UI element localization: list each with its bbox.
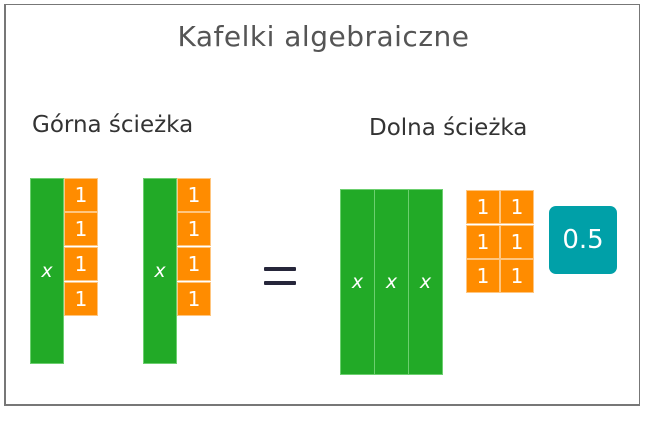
one-tile[interactable]: 1 <box>466 190 500 224</box>
bottom-path-label: Dolna ścieżka <box>369 115 528 141</box>
one-tile[interactable]: 1 <box>177 212 211 246</box>
one-tile[interactable]: 1 <box>500 190 534 224</box>
one-tile[interactable]: 1 <box>64 212 98 246</box>
page-title: Kafelki algebraiczne <box>177 20 470 53</box>
one-tile[interactable]: 1 <box>500 225 534 259</box>
one-tile[interactable]: 1 <box>177 282 211 316</box>
x-tile[interactable]: x <box>340 189 375 375</box>
x-tile[interactable]: x <box>408 189 443 375</box>
decimal-tile[interactable]: 0.5 <box>549 206 617 274</box>
one-tile[interactable]: 1 <box>177 178 211 212</box>
one-tile[interactable]: 1 <box>177 247 211 281</box>
x-tile[interactable]: x <box>143 178 177 364</box>
one-tile[interactable]: 1 <box>466 225 500 259</box>
equals-bar-top <box>264 267 296 271</box>
one-tile[interactable]: 1 <box>500 259 534 293</box>
workspace-frame <box>4 4 640 406</box>
one-tile[interactable]: 1 <box>64 282 98 316</box>
x-tile[interactable]: x <box>30 178 64 364</box>
top-path-label: Górna ścieżka <box>32 112 194 138</box>
one-tile[interactable]: 1 <box>64 247 98 281</box>
equals-bar-bottom <box>264 281 296 285</box>
one-tile[interactable]: 1 <box>64 178 98 212</box>
one-tile[interactable]: 1 <box>466 259 500 293</box>
x-tile[interactable]: x <box>374 189 409 375</box>
